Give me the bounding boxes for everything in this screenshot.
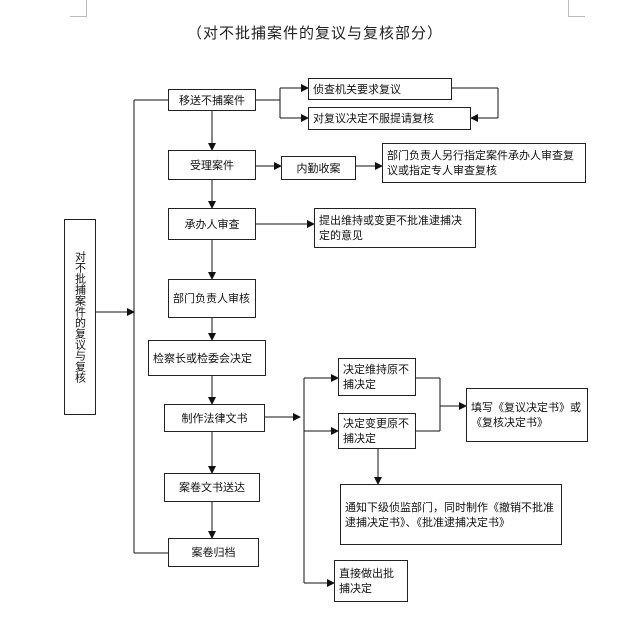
step-delivery-label: 案卷文书送达: [179, 481, 245, 494]
branch-request-reconsider-label: 侦查机关要求复议: [313, 82, 401, 96]
step-transfer: 移送不捕案件: [168, 89, 256, 111]
step-transfer-label: 移送不捕案件: [179, 93, 245, 107]
branch-opinion-label: 提出维持或变更不批准逮捕决定的意见: [319, 214, 462, 242]
step-procurator-decision: 检察长或检委会决定: [148, 340, 266, 376]
branch-maintain: 决定维持原不捕决定: [338, 358, 416, 396]
page-corner-mark-right: [568, 0, 585, 17]
branch-change: 决定变更原不捕决定: [338, 413, 416, 449]
step-make-doc-label: 制作法律文书: [181, 411, 248, 425]
step-dept-review: 部门负责人审核: [168, 279, 256, 318]
branch-unsatisfied-label: 对复议决定不服提请复核: [313, 112, 434, 125]
side-label: 对不批捕案件的复议与复核: [73, 251, 87, 383]
branch-notify: 通知下级侦监部门，同时制作《撤销不批准逮捕决定书》、《批准逮捕决定书》: [340, 484, 562, 545]
branch-request-reconsider: 侦查机关要求复议: [308, 78, 452, 100]
branch-fill: 填写《复议决定书》或《复核决定书》: [466, 388, 588, 442]
step-archive-label: 案卷归档: [191, 546, 236, 559]
branch-change-label: 决定变更原不捕决定: [343, 417, 409, 445]
step-accept: 受理案件: [168, 150, 256, 180]
branch-direct-label: 直接做出批捕决定: [339, 567, 394, 595]
diagram-title: （对不批捕案件的复议与复核部分）: [186, 24, 443, 42]
step-procurator-decision-label: 检察长或检委会决定: [153, 351, 252, 365]
step-archive: 案卷归档: [168, 538, 259, 567]
branch-opinion: 提出维持或变更不批准逮捕决定的意见: [314, 208, 476, 248]
branch-internal: 内勤收案: [281, 156, 356, 180]
step-delivery: 案卷文书送达: [164, 473, 260, 502]
branch-direct: 直接做出批捕决定: [334, 560, 408, 602]
branch-unsatisfied: 对复议决定不服提请复核: [308, 107, 471, 130]
step-accept-label: 受理案件: [190, 158, 234, 172]
step-make-doc: 制作法律文书: [164, 404, 265, 432]
branch-assign-label: 部门负责人另行指定案件承办人审查复议或指定专人审查复核: [387, 149, 574, 177]
branch-assign: 部门负责人另行指定案件承办人审查复议或指定专人审查复核: [382, 143, 586, 183]
branch-internal-label: 内勤收案: [296, 161, 341, 175]
branch-fill-label: 填写《复议决定书》或《复核决定书》: [471, 401, 581, 429]
branch-notify-label: 通知下级侦监部门，同时制作《撤销不批准逮捕决定书》、《批准逮捕决定书》: [345, 500, 554, 529]
branch-maintain-label: 决定维持原不捕决定: [343, 363, 409, 391]
side-label-box: 对不批捕案件的复议与复核: [64, 219, 96, 415]
page-corner-mark-left: [70, 0, 87, 17]
step-dept-review-label: 部门负责人审核: [173, 292, 250, 305]
step-handler-review-label: 承办人审查: [184, 217, 240, 231]
step-handler-review: 承办人审查: [168, 208, 256, 240]
